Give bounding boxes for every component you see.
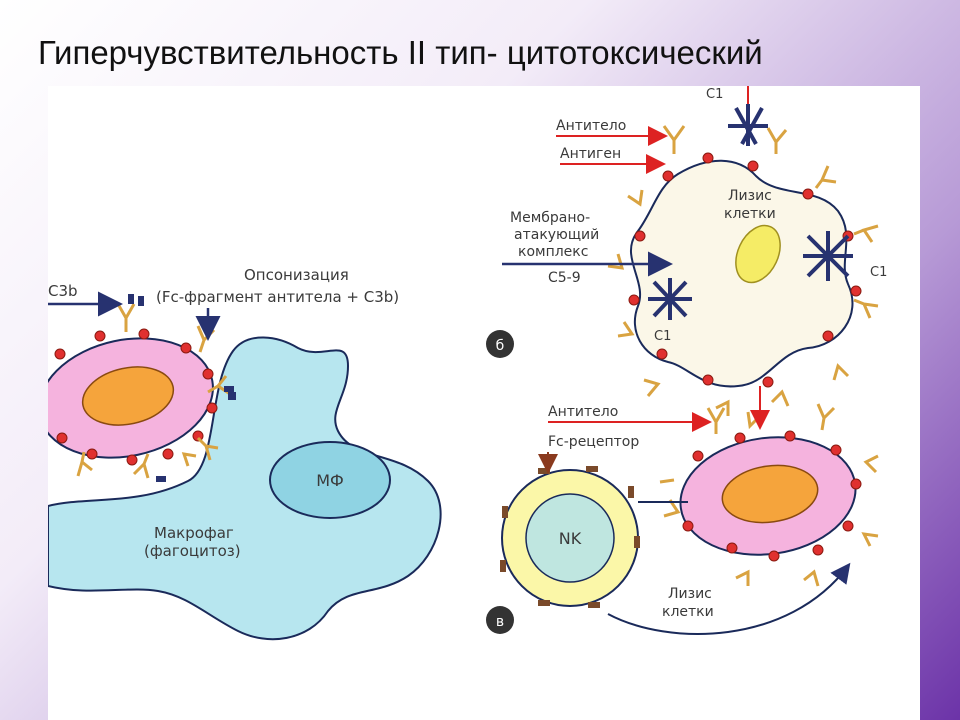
antibody-label-top: Антитело [556, 118, 626, 134]
nk-target-antibodies [659, 403, 879, 587]
nk-section: NK [486, 386, 879, 635]
opsonization-subtitle: (Fc-фрагмент антитела + С3b) [156, 288, 399, 306]
lysing-cell-antigens [628, 152, 862, 388]
macrophage-caption-2: (фагоцитоз) [144, 542, 241, 560]
nk-cell-nucleus [525, 493, 615, 583]
c1-label-bottom: С1 [654, 329, 671, 344]
macrophage-label: МФ [316, 471, 344, 490]
nk-lysis-label-1: Лизис [668, 586, 712, 602]
marker-v-label: в [496, 614, 504, 630]
mac-label-1: Мембрано- [510, 210, 590, 226]
nk-label: NK [559, 529, 582, 548]
opsonization-title: Опсонизация [244, 266, 349, 284]
c1-label-top: С1 [706, 87, 723, 102]
marker-v-circle [486, 606, 514, 634]
c3b-fragments [128, 294, 236, 482]
lysing-cell-nucleus [735, 224, 781, 284]
marker-b-label: б [496, 338, 505, 354]
opsonized-cell-nucleus [81, 366, 175, 426]
macrophage-nucleus [269, 441, 391, 519]
diagram-svg: МФ [48, 86, 887, 641]
slide-title: Гиперчувствительность II тип- цитотоксич… [38, 34, 763, 71]
mac-label-2: атакующий [514, 227, 599, 243]
macrophage-caption-1: Макрофаг [154, 524, 234, 542]
opsonized-cell-antigens [54, 328, 218, 466]
c3b-label: С3b [48, 282, 78, 300]
antigen-label: Антиген [560, 146, 621, 162]
c1-label-right: С1 [870, 265, 887, 280]
nk-antibody-label: Антитело [548, 404, 618, 420]
complement-section: Лизис клетки [486, 86, 887, 416]
mac-label-3: комплекс [518, 244, 588, 260]
c1-complex-bottom [648, 278, 692, 320]
nk-target-nucleus [721, 464, 819, 524]
diagram-panel: МФ [48, 86, 920, 720]
nk-lysis-label-2: клетки [662, 604, 714, 620]
marker-b-circle [486, 330, 514, 358]
nk-lysis-arrow [607, 562, 851, 635]
opsonization-section: МФ [48, 266, 442, 641]
lysis-label-1: Лизис [728, 188, 772, 204]
lysis-label-2: клетки [724, 206, 776, 222]
fc-receptor-label: Fc-рецептор [548, 434, 639, 450]
c1-complex-right [803, 231, 853, 281]
mac-label-4: С5-9 [548, 270, 581, 286]
lysing-cell-antibodies [607, 125, 879, 416]
nk-target-antigens [682, 430, 862, 562]
c1-complex-top [728, 86, 768, 146]
